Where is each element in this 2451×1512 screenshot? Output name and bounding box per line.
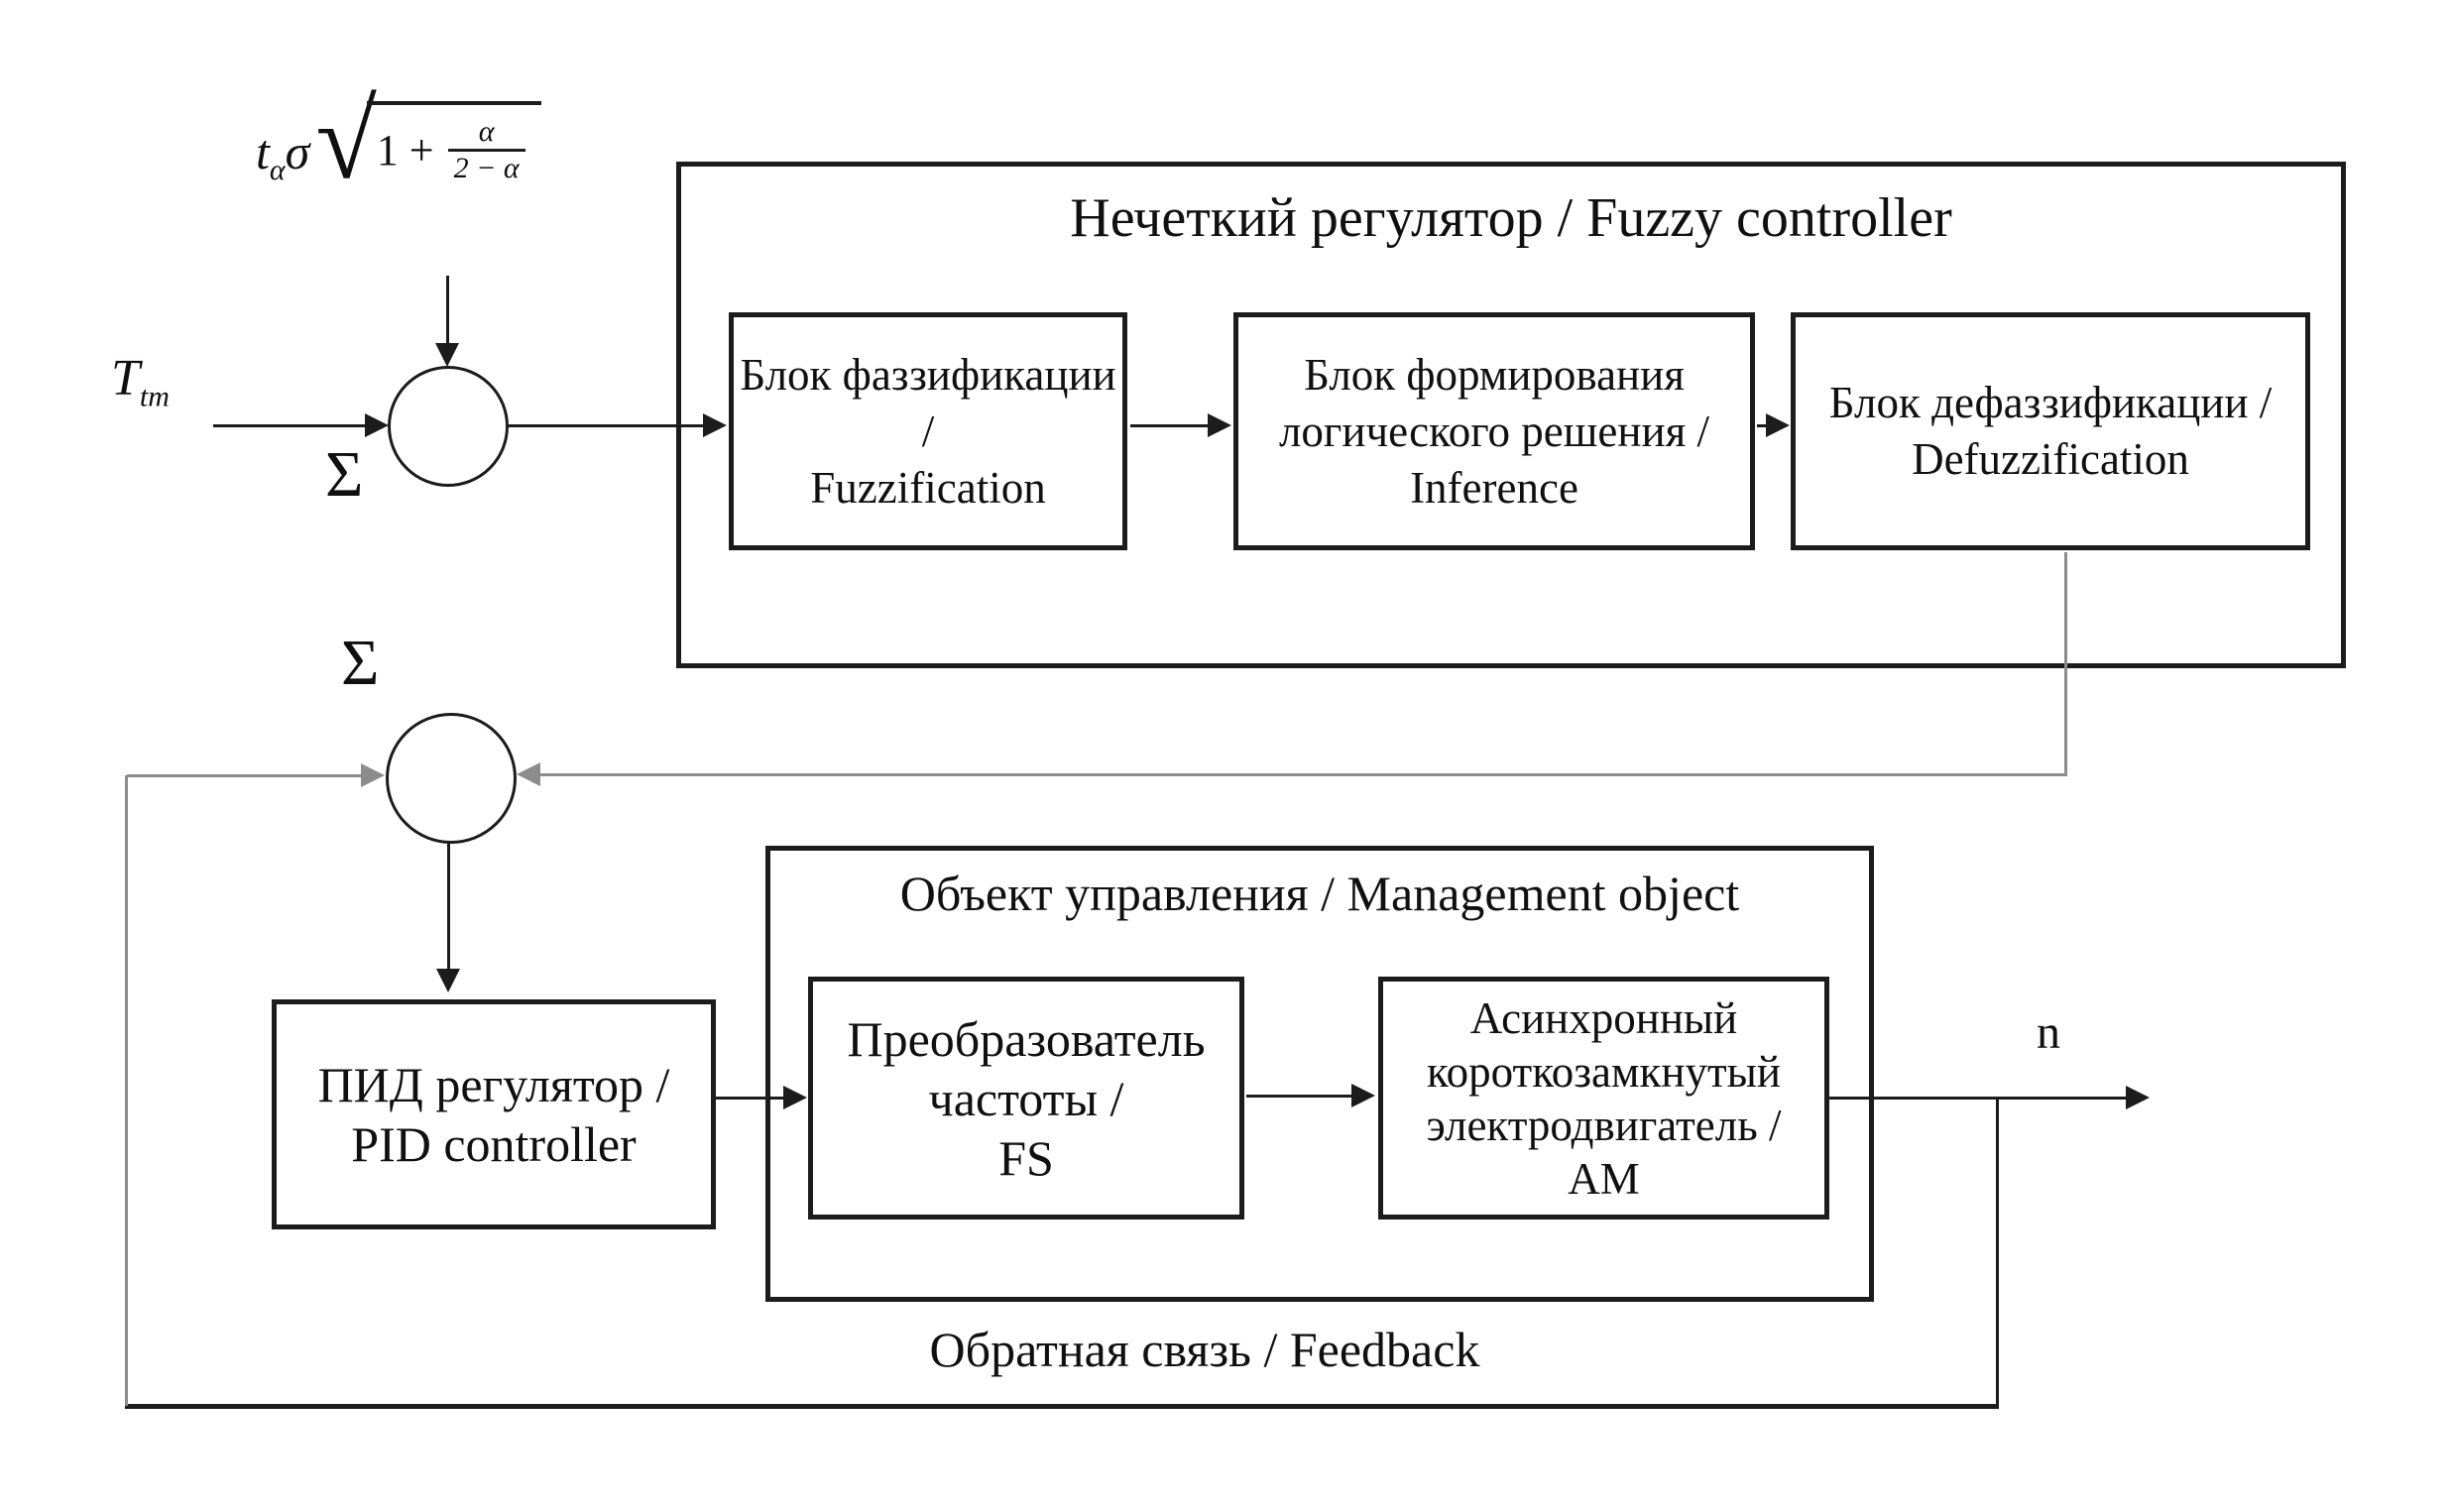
pid-fs-arrowhead-icon xyxy=(783,1086,807,1109)
input-arrow-line xyxy=(213,424,367,427)
fuzzification-inference-arrowhead-icon xyxy=(1208,413,1231,437)
fuzzification-inference-line xyxy=(1130,424,1210,427)
input-signal-label: Ttm xyxy=(111,350,170,413)
feedback-bottom-line xyxy=(125,1404,1999,1409)
pid-controller-block: ПИД регулятор / PID controller xyxy=(272,999,716,1229)
summator-2-label: Σ xyxy=(341,627,380,699)
defuzzification-block: Блок дефаззификации / Defuzzification xyxy=(1791,312,2310,550)
defuzzification-feedback-hline xyxy=(538,773,2067,776)
pid-fs-line xyxy=(716,1097,785,1100)
formula-radicand: 1 + α 2 − α xyxy=(366,101,541,189)
induction-motor-block: Асинхронный короткозамкнутый электродвиг… xyxy=(1378,977,1829,1220)
formula-arrow-line xyxy=(446,276,449,345)
feedback-right-vline xyxy=(1996,1100,1999,1408)
summator-1 xyxy=(388,366,509,487)
summator2-right-arrowhead-icon xyxy=(517,762,540,786)
feedback-label: Обратная связь / Feedback xyxy=(929,1322,1480,1377)
management-object-frame xyxy=(765,846,1874,1302)
inference-block: Блок формирования логического решения / … xyxy=(1233,312,1755,550)
defuzzification-feedback-vline xyxy=(2064,552,2067,775)
output-signal-label: n xyxy=(2037,1006,2060,1059)
input-arrowhead-icon xyxy=(365,413,389,437)
fs-am-arrowhead-icon xyxy=(1351,1084,1375,1107)
output-arrowhead-icon xyxy=(2126,1086,2150,1109)
management-object-title: Объект управления / Management object xyxy=(899,866,1740,921)
summator2-output-arrowhead-icon xyxy=(436,969,460,992)
summator-2 xyxy=(386,713,517,844)
output-line xyxy=(1829,1097,2128,1100)
formula-coefficient: tασ xyxy=(256,124,310,186)
radical-sign-icon: √ xyxy=(315,79,377,202)
frequency-converter-block: Преобразователь частоты / FS xyxy=(808,977,1244,1220)
fs-am-line xyxy=(1246,1095,1353,1098)
summator-1-label: Σ xyxy=(325,438,364,511)
formula-arrowhead-icon xyxy=(435,343,459,367)
fuzzy-controller-frame xyxy=(676,162,2346,668)
summator2-left-arrowhead-icon xyxy=(361,763,385,787)
summator1-output-line xyxy=(509,424,705,427)
inference-defuzzification-arrowhead-icon xyxy=(1766,413,1790,437)
inference-defuzzification-line xyxy=(1757,424,1769,427)
summator2-output-line xyxy=(447,842,450,971)
fuzzy-controller-title: Нечеткий регулятор / Fuzzy controller xyxy=(1070,187,1952,249)
formula-fraction: α 2 − α xyxy=(447,115,525,185)
fuzzification-block: Блок фаззификации / Fuzzification xyxy=(729,312,1127,550)
summator1-output-arrowhead-icon xyxy=(703,413,727,437)
feedback-left-vline xyxy=(125,775,128,1406)
tolerance-formula: tασ √ 1 + α 2 − α xyxy=(256,79,541,202)
feedback-left-input-line xyxy=(127,774,363,777)
